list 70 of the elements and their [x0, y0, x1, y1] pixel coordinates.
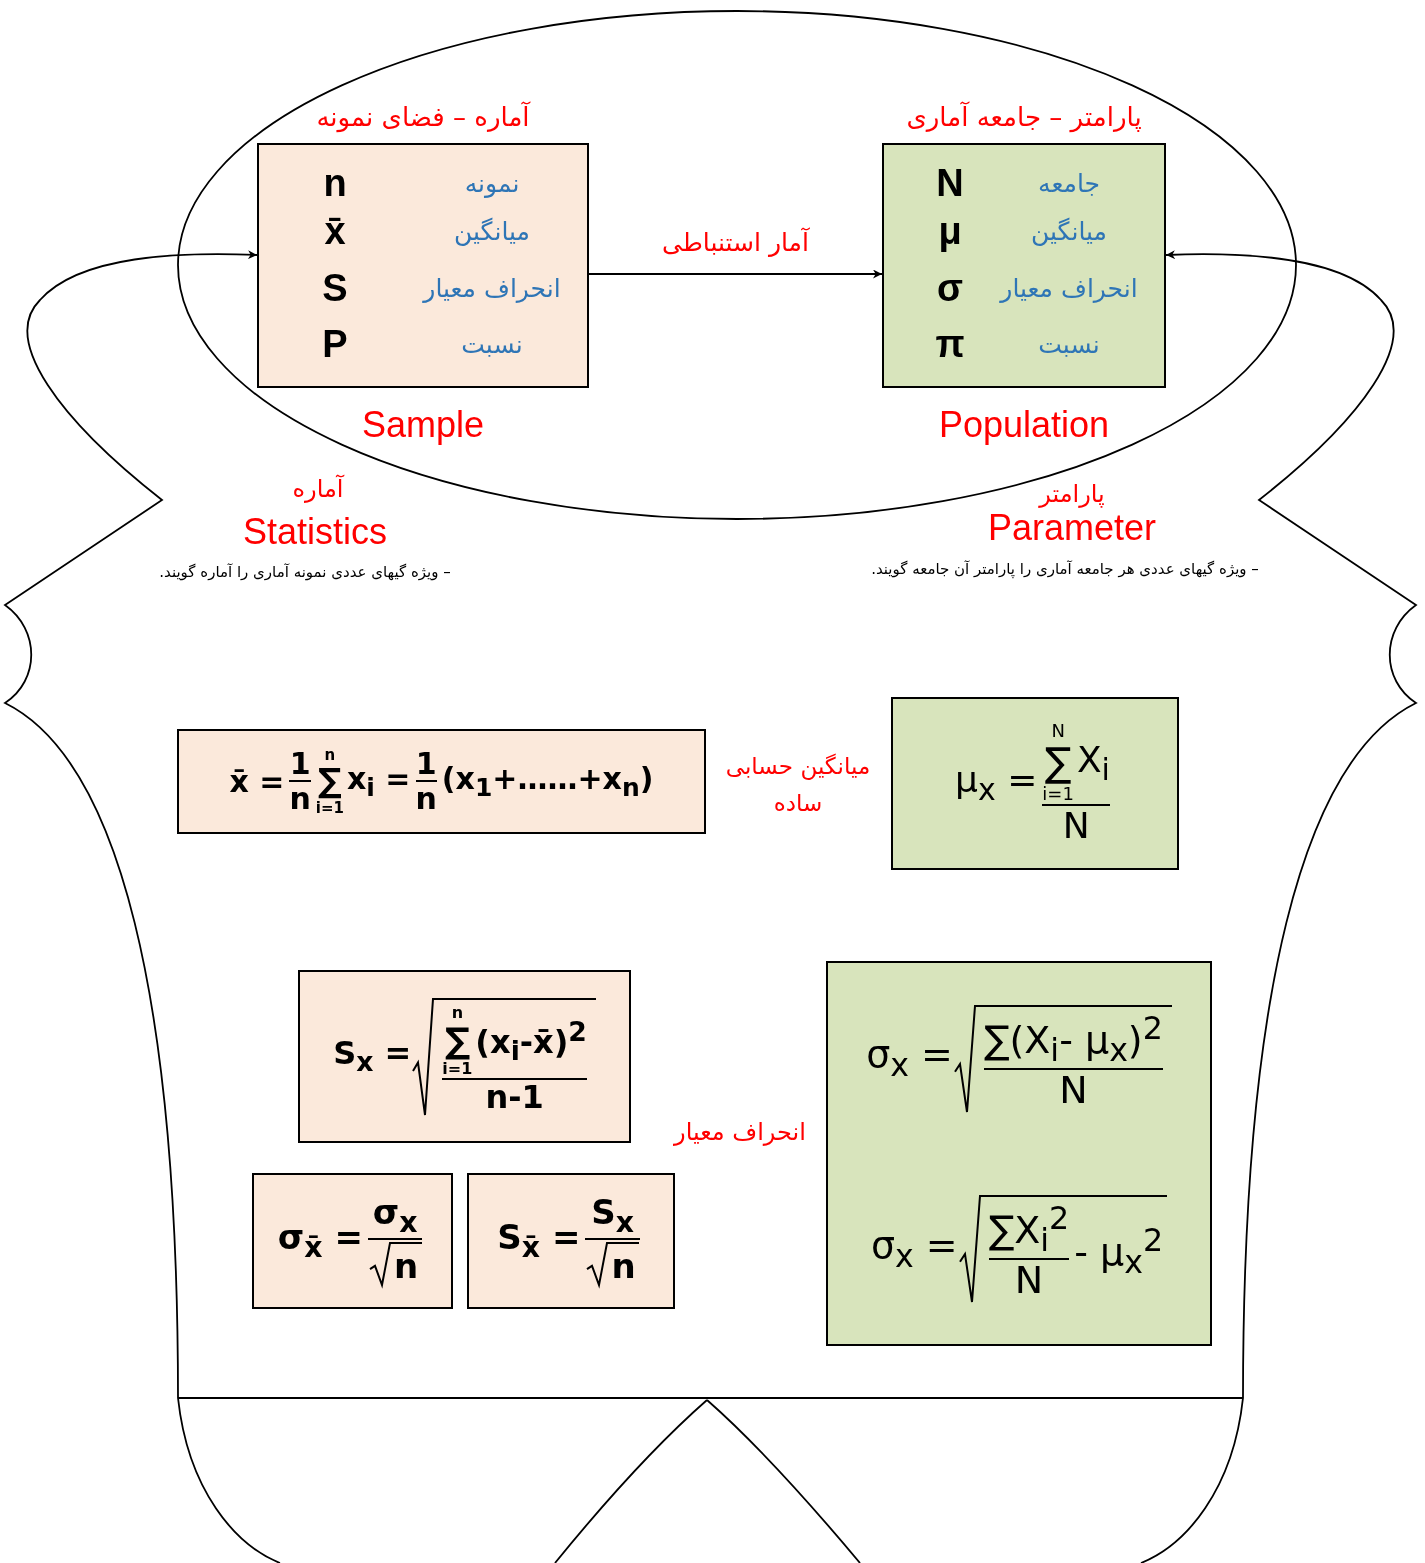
math-term: x$_{i}$ = — [346, 761, 411, 802]
term-label: میانگین — [1031, 217, 1107, 247]
symbol: n — [323, 162, 347, 206]
math-term: i=1 — [1042, 784, 1074, 805]
math-term: μ$_{x}$ = — [955, 760, 1038, 807]
math-term: ∑ — [318, 763, 342, 800]
term-label: نسبت — [1038, 330, 1100, 360]
term-label: انحراف معیار — [423, 274, 561, 304]
math-term: σ$_{x}$ = — [870, 1224, 958, 1273]
formula-box — [298, 970, 631, 1143]
term-label: انحراف معیار — [1000, 274, 1138, 304]
term-label: جامعه — [1038, 169, 1100, 199]
box-caption: Sample — [361, 404, 485, 446]
heading-text: آماره — [292, 476, 344, 504]
formula-box — [826, 961, 1212, 1346]
math-term: n — [415, 782, 437, 816]
formula-box — [891, 697, 1179, 870]
math-term: N — [1059, 1069, 1088, 1112]
math-term: N — [1014, 1260, 1044, 1303]
caption-text: میانگین حسابی ساده — [724, 752, 872, 818]
outline-arrow — [1165, 250, 1417, 1399]
formula-box — [177, 729, 706, 834]
math-term: σ$_{x}$ = — [866, 1034, 953, 1083]
symbol: S — [322, 267, 348, 311]
math-term: S$_{x̄}$ = — [497, 1219, 581, 1263]
symbol: μ — [938, 210, 962, 254]
symbol: σ — [937, 267, 963, 311]
math-term: (x$_{i}$-x̄)$^{2}$ — [475, 1016, 587, 1066]
math-term: ∑(X$_{i}$- μ$_{x}$)$^{2}$ — [983, 1010, 1163, 1068]
math-term: n — [611, 1248, 636, 1286]
math-term: n — [393, 1248, 419, 1286]
heading-text: Parameter — [987, 507, 1157, 549]
box-heading: آماره – فضای نمونه — [316, 103, 530, 133]
math-term: n — [289, 782, 311, 816]
heading-text: پارامتر — [1039, 481, 1105, 509]
math-term: (x$_{1}$+……+x$_{n}$) — [441, 761, 654, 802]
outline-arrow — [4, 250, 258, 1399]
math-term: ∑ — [1044, 740, 1072, 785]
arrow — [588, 269, 883, 279]
term-label: میانگین — [454, 217, 530, 247]
symbol: N — [936, 162, 964, 206]
term-label: نمونه — [464, 169, 520, 199]
formula-box — [467, 1173, 675, 1309]
math-term: i=1 — [442, 1060, 473, 1078]
math-term: n — [451, 1003, 464, 1022]
math-term: n-1 — [485, 1079, 544, 1116]
symbol: x̄ — [324, 210, 346, 254]
note-text: – ویژه گیهای عددی نمونه آماری را آماره گویند. — [159, 564, 451, 582]
box-caption: Population — [938, 404, 1110, 446]
math-term: σ$_{x̄}$ = — [277, 1219, 363, 1263]
math-term: ∑ — [444, 1021, 470, 1061]
math-term: i=1 — [315, 799, 344, 817]
formula-box — [252, 1173, 453, 1309]
math-term: N — [1051, 721, 1065, 741]
math-term: S$_{x}$ = — [333, 1036, 412, 1077]
math-term: 1 — [415, 747, 437, 781]
math-term: n — [324, 746, 336, 764]
math-term: X$_{i}$ — [1076, 739, 1110, 786]
heading-text: Statistics — [243, 511, 387, 553]
math-term: 1 — [289, 747, 311, 781]
math-term: σ$_{x}$ — [372, 1194, 418, 1239]
caption-text: انحراف معیار — [674, 1119, 806, 1147]
math-term: S$_{x}$ — [591, 1194, 634, 1239]
term-label: نسبت — [461, 330, 523, 360]
symbol: P — [322, 323, 348, 367]
box-heading: پارامتر – جامعه آماری — [906, 103, 1142, 133]
note-text: – ویژه گیهای عددی هر جامعه آماری را پارامتر آن جامعه گویند. — [871, 561, 1259, 579]
math-term: N — [1062, 806, 1090, 846]
math-term: x̄ = — [229, 765, 285, 798]
symbol: π — [935, 323, 965, 367]
